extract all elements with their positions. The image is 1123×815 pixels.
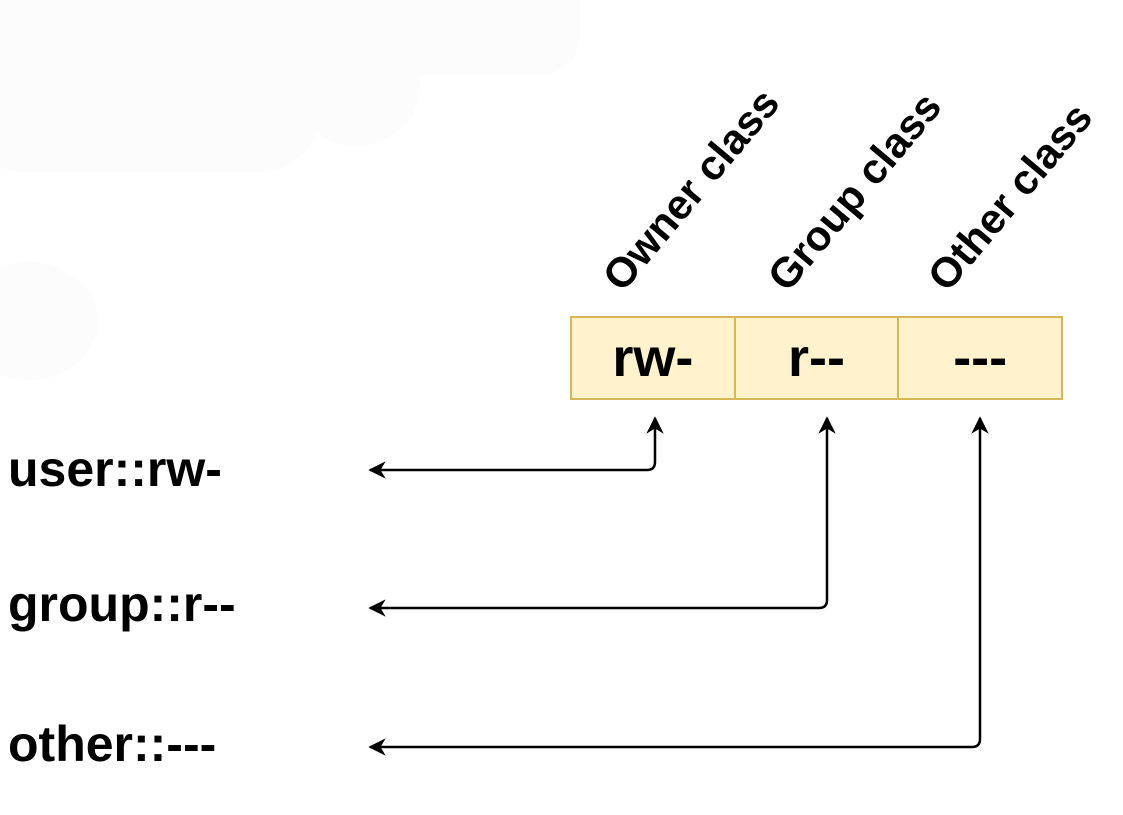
background-shape [0, 0, 320, 172]
other-to-other-arrow [368, 416, 989, 756]
other-permission-cell: --- [897, 318, 1061, 398]
acl-entry-other: other::--- [8, 716, 217, 772]
permission-bits-box: rw- r-- --- [570, 316, 1063, 400]
group-to-group-arrow [368, 416, 836, 617]
acl-entry-group: group::r-- [8, 576, 236, 632]
owner-permission-cell: rw- [612, 328, 694, 388]
acl-entry-user: user::rw- [8, 441, 222, 497]
user-to-owner-arrow [368, 416, 664, 479]
group-permission-cell: r-- [733, 318, 898, 398]
